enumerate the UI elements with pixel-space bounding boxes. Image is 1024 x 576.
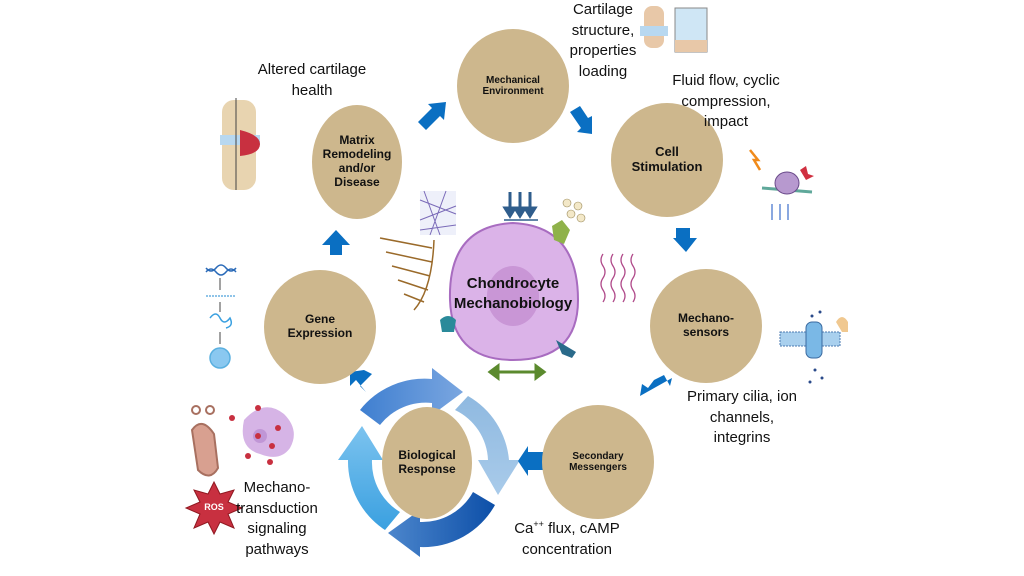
note-primary-cilia: Primary cilia, ion channels, integrins — [687, 387, 797, 449]
node-label: Gene — [304, 312, 335, 327]
arrow-matrix-to-mechanical — [418, 102, 446, 130]
arrow-stimulation-to-sensors — [673, 228, 697, 252]
cycle-arrow-right — [455, 396, 520, 495]
cell-stimulation-icon — [749, 149, 814, 220]
node-label: sensors — [682, 325, 729, 339]
note-line: Primary cilia, ion — [686, 388, 798, 405]
dna-to-protein-icon — [205, 264, 237, 369]
mitochondria-icon — [190, 405, 220, 477]
note-line: impact — [703, 113, 749, 130]
arrow-sensors-to-messengers — [640, 375, 672, 396]
note-line: transduction — [236, 499, 318, 517]
node-label: Secondary — [572, 450, 624, 462]
ros-label: ROS — [204, 502, 224, 512]
note-line: concentration — [521, 540, 613, 558]
note-superscript: ++ — [533, 519, 544, 529]
center-title-line: Chondrocyte — [466, 275, 560, 292]
node-label: Mechano- — [677, 311, 734, 326]
arthritic-knee-icon — [220, 98, 260, 190]
vibration-waves-icon — [600, 253, 636, 303]
calcium-ions-icon — [562, 198, 586, 223]
compression-arrows-icon — [502, 192, 538, 221]
note-line: compression, — [681, 92, 771, 110]
fluid-flow-icon — [379, 237, 435, 311]
note-line: channels, — [709, 408, 775, 426]
node-label: Environment — [482, 86, 544, 97]
ion-channel-icon — [552, 220, 570, 244]
note-line: Altered cartilage — [257, 61, 367, 78]
note-line: loading — [578, 62, 628, 80]
note-mechanotransduction: Mechano-transduction signaling pathways — [236, 478, 318, 560]
note-line: structure, — [571, 21, 635, 39]
node-label: Messengers — [569, 462, 627, 473]
cell-nucleus — [487, 266, 539, 326]
note-line: Cartilage — [572, 1, 634, 18]
receptor-icon — [440, 316, 456, 332]
note-text: flux, cAMP — [543, 520, 620, 537]
membrane-channel-icon — [779, 310, 848, 384]
node-label: Response — [398, 462, 456, 476]
node-mechanosensors: Mechano-sensors — [650, 269, 762, 383]
arrow-mechanical-to-stimulation — [570, 106, 592, 134]
arrow-gene-to-matrix — [322, 230, 350, 255]
note-line: pathways — [245, 540, 309, 558]
matrix-fibers-icon — [419, 190, 457, 236]
node-label: and/or — [338, 161, 376, 175]
note-fluid-flow: Fluid flow, cyclic compression, impact — [672, 71, 780, 133]
note-cartilage: Cartilage structure, properties loading — [570, 0, 637, 82]
note-line: Fluid flow, cyclic — [672, 72, 780, 89]
cycle-arrow-bottom — [388, 492, 495, 557]
note-line: properties — [569, 42, 637, 59]
node-circles — [264, 29, 762, 519]
node-label: Mechanical — [486, 74, 540, 86]
integrin-icon — [556, 340, 576, 358]
stressed-cell-icon — [229, 405, 294, 465]
note-text: Ca — [514, 520, 534, 537]
note-line: signaling — [247, 520, 307, 537]
note-calcium-flux: Ca++ flux, cAMP concentration — [514, 514, 620, 560]
node-label: Expression — [287, 326, 353, 340]
node-label: Biological — [398, 448, 456, 463]
ros-burst-icon — [184, 480, 244, 536]
cartilage-joint-icon — [640, 6, 708, 53]
note-line: health — [291, 81, 333, 99]
note-line: integrins — [713, 429, 771, 446]
node-label: Cell — [655, 144, 679, 160]
node-label: Remodeling — [322, 147, 392, 162]
cycle-arrow-left — [338, 426, 400, 530]
flow-arrows — [322, 102, 697, 476]
center-title-line: Mechanobiology — [453, 295, 573, 312]
node-label: Matrix — [339, 133, 375, 148]
note-altered-health: Altered cartilage health — [258, 60, 366, 101]
arrow-messengers-to-biological — [518, 446, 548, 476]
arrow-biological-to-gene — [350, 370, 372, 392]
node-label: Stimulation — [631, 159, 703, 174]
note-line: Mechano- — [243, 479, 311, 496]
shear-arrow-icon — [487, 363, 547, 381]
node-label: Disease — [334, 174, 380, 189]
